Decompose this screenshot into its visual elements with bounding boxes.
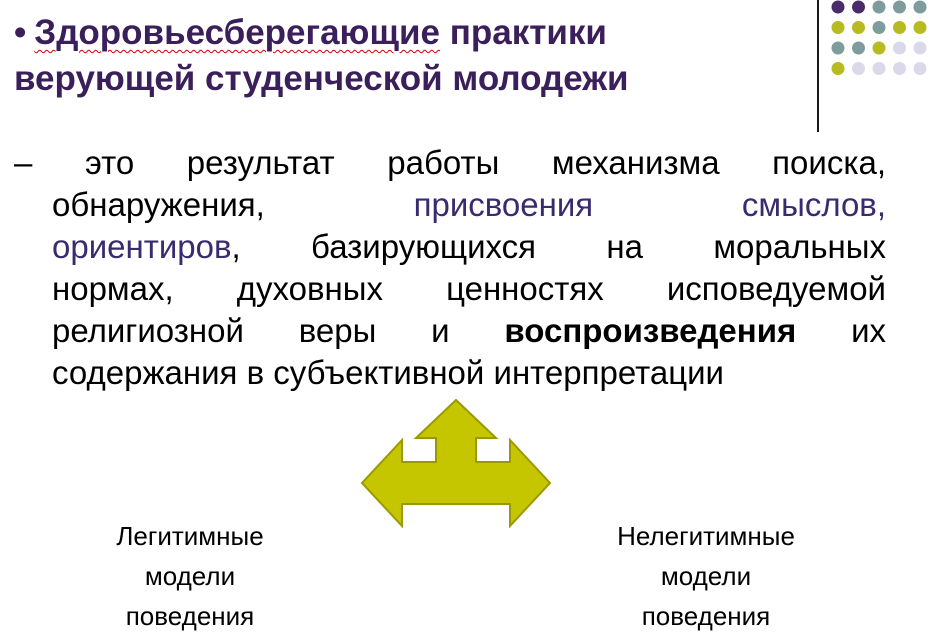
definition-row-3: ориентиров, базирующихся на моральных <box>14 226 886 268</box>
decor-dot <box>852 62 865 75</box>
title-line-1: •Здоровьесберегающие практики <box>14 10 814 56</box>
decorative-dot-grid <box>831 0 927 75</box>
decor-dot <box>893 21 906 34</box>
label-illegitimate-models: Нелегитимные модели поведения <box>586 516 826 636</box>
definition-row-5-plain-a: религиозной веры и <box>52 312 450 349</box>
decor-dot <box>913 41 927 55</box>
decor-dot <box>831 62 845 75</box>
decor-dot <box>831 41 845 55</box>
definition-row-5-bold: воспроизведения <box>504 312 797 349</box>
label-right-line-3: поведения <box>641 601 771 631</box>
label-right-line-2: модели <box>660 561 752 591</box>
definition-row-2-accent: присвоения смыслов, <box>413 186 886 223</box>
label-left-line-3: поведения <box>125 601 255 631</box>
decor-dot <box>872 0 886 14</box>
decor-dot <box>831 21 845 34</box>
three-way-arrow-shape <box>360 398 552 529</box>
definition-row-2-plain: обнаружения, <box>52 186 265 223</box>
decor-dot <box>913 21 927 34</box>
slide-title: •Здоровьесберегающие практики верующей с… <box>14 10 814 102</box>
decor-dot <box>893 41 906 55</box>
decor-dot <box>872 21 886 34</box>
decor-dot <box>893 62 906 75</box>
three-way-arrow-icon <box>360 398 552 529</box>
decor-dot <box>852 21 865 34</box>
vertical-divider <box>817 0 819 132</box>
decor-dot <box>872 62 886 75</box>
definition-row-2: обнаружения, присвоения смыслов, <box>14 184 886 226</box>
definition-row-5: религиозной веры и воспроизведения их <box>14 310 886 352</box>
decor-dot <box>872 41 886 55</box>
definition-row-3-plain: , базирующихся на моральных <box>231 228 886 265</box>
definition-row-1: – это результат работы механизма поиска, <box>14 144 886 181</box>
decor-dot <box>852 0 865 14</box>
label-right-line-1: Нелегитимные <box>617 521 795 551</box>
definition-row-3-accent: ориентиров <box>52 228 232 265</box>
label-legitimate-models: Легитимные модели поведения <box>70 516 310 636</box>
definition-row-5-plain-b: их <box>851 312 886 349</box>
definition-text: – это результат работы механизма поиска,… <box>14 142 886 394</box>
decor-dot <box>913 62 927 75</box>
label-left-line-1: Легитимные <box>116 521 264 551</box>
decor-dot <box>913 0 927 14</box>
title-word-practices: практики <box>449 13 607 52</box>
decor-dot <box>831 0 845 14</box>
decor-dot <box>852 41 865 55</box>
label-left-line-2: модели <box>144 561 236 591</box>
decor-dot <box>893 0 906 14</box>
title-word-misspelled: Здоровьесберегающие <box>34 13 440 52</box>
definition-row-6: содержания в субъективной интерпретации <box>52 354 724 391</box>
definition-row-4: нормах, духовных ценностях исповедуемой <box>52 270 886 307</box>
title-line-2: верующей студенческой молодежи <box>14 59 629 98</box>
title-bullet: • <box>14 13 27 52</box>
